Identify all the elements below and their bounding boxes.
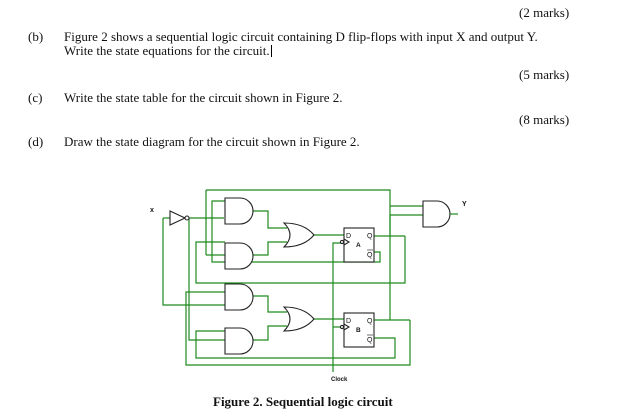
figure-caption: Figure 2. Sequential logic circuit [213, 394, 393, 409]
ff-b-d-label: D [346, 318, 351, 325]
ff-b-name: B [356, 327, 361, 334]
question-b-line2: Write the state equations for the circui… [64, 43, 272, 58]
or-gate-b [282, 306, 315, 332]
ff-a-name: A [356, 242, 361, 249]
and-gate-4 [224, 327, 254, 355]
ff-a-q-label: Q [367, 233, 373, 240]
input-buffer-gate [169, 210, 190, 226]
clock-label: Clock [331, 377, 348, 383]
input-x-label: x [150, 207, 154, 214]
question-b-line2-text: Write the state equations for the circui… [64, 43, 270, 58]
question-d-label: (d) [28, 134, 44, 149]
and-gate-output [422, 200, 451, 228]
ff-b-q-label: Q [367, 318, 373, 325]
question-b-line1: Figure 2 shows a sequential logic circui… [64, 29, 538, 44]
and-gate-2 [224, 242, 254, 270]
ff-b-qbar-label: Q [367, 337, 373, 344]
or-gate-a [282, 222, 315, 248]
question-c-label: (c) [28, 90, 43, 105]
and-gate-3 [224, 283, 254, 311]
circuit-wires [162, 189, 423, 372]
ff-a-qbar-label: Q [367, 252, 373, 259]
flip-flop-b: D Q Q B [339, 312, 375, 348]
question-d-text: Draw the state diagram for the circuit s… [64, 134, 360, 149]
ff-a-d-label: D [346, 233, 351, 240]
and-gate-1 [224, 197, 254, 225]
marks-c: (8 marks) [519, 112, 570, 127]
flip-flop-a: D Q Q A [339, 227, 375, 263]
marks-b: (5 marks) [519, 67, 570, 82]
question-c-text: Write the state table for the circuit sh… [64, 90, 343, 105]
question-b-label: (b) [28, 29, 44, 44]
text-cursor [270, 45, 272, 57]
output-y-label: Y [462, 201, 467, 208]
marks-top: (2 marks) [519, 5, 570, 20]
